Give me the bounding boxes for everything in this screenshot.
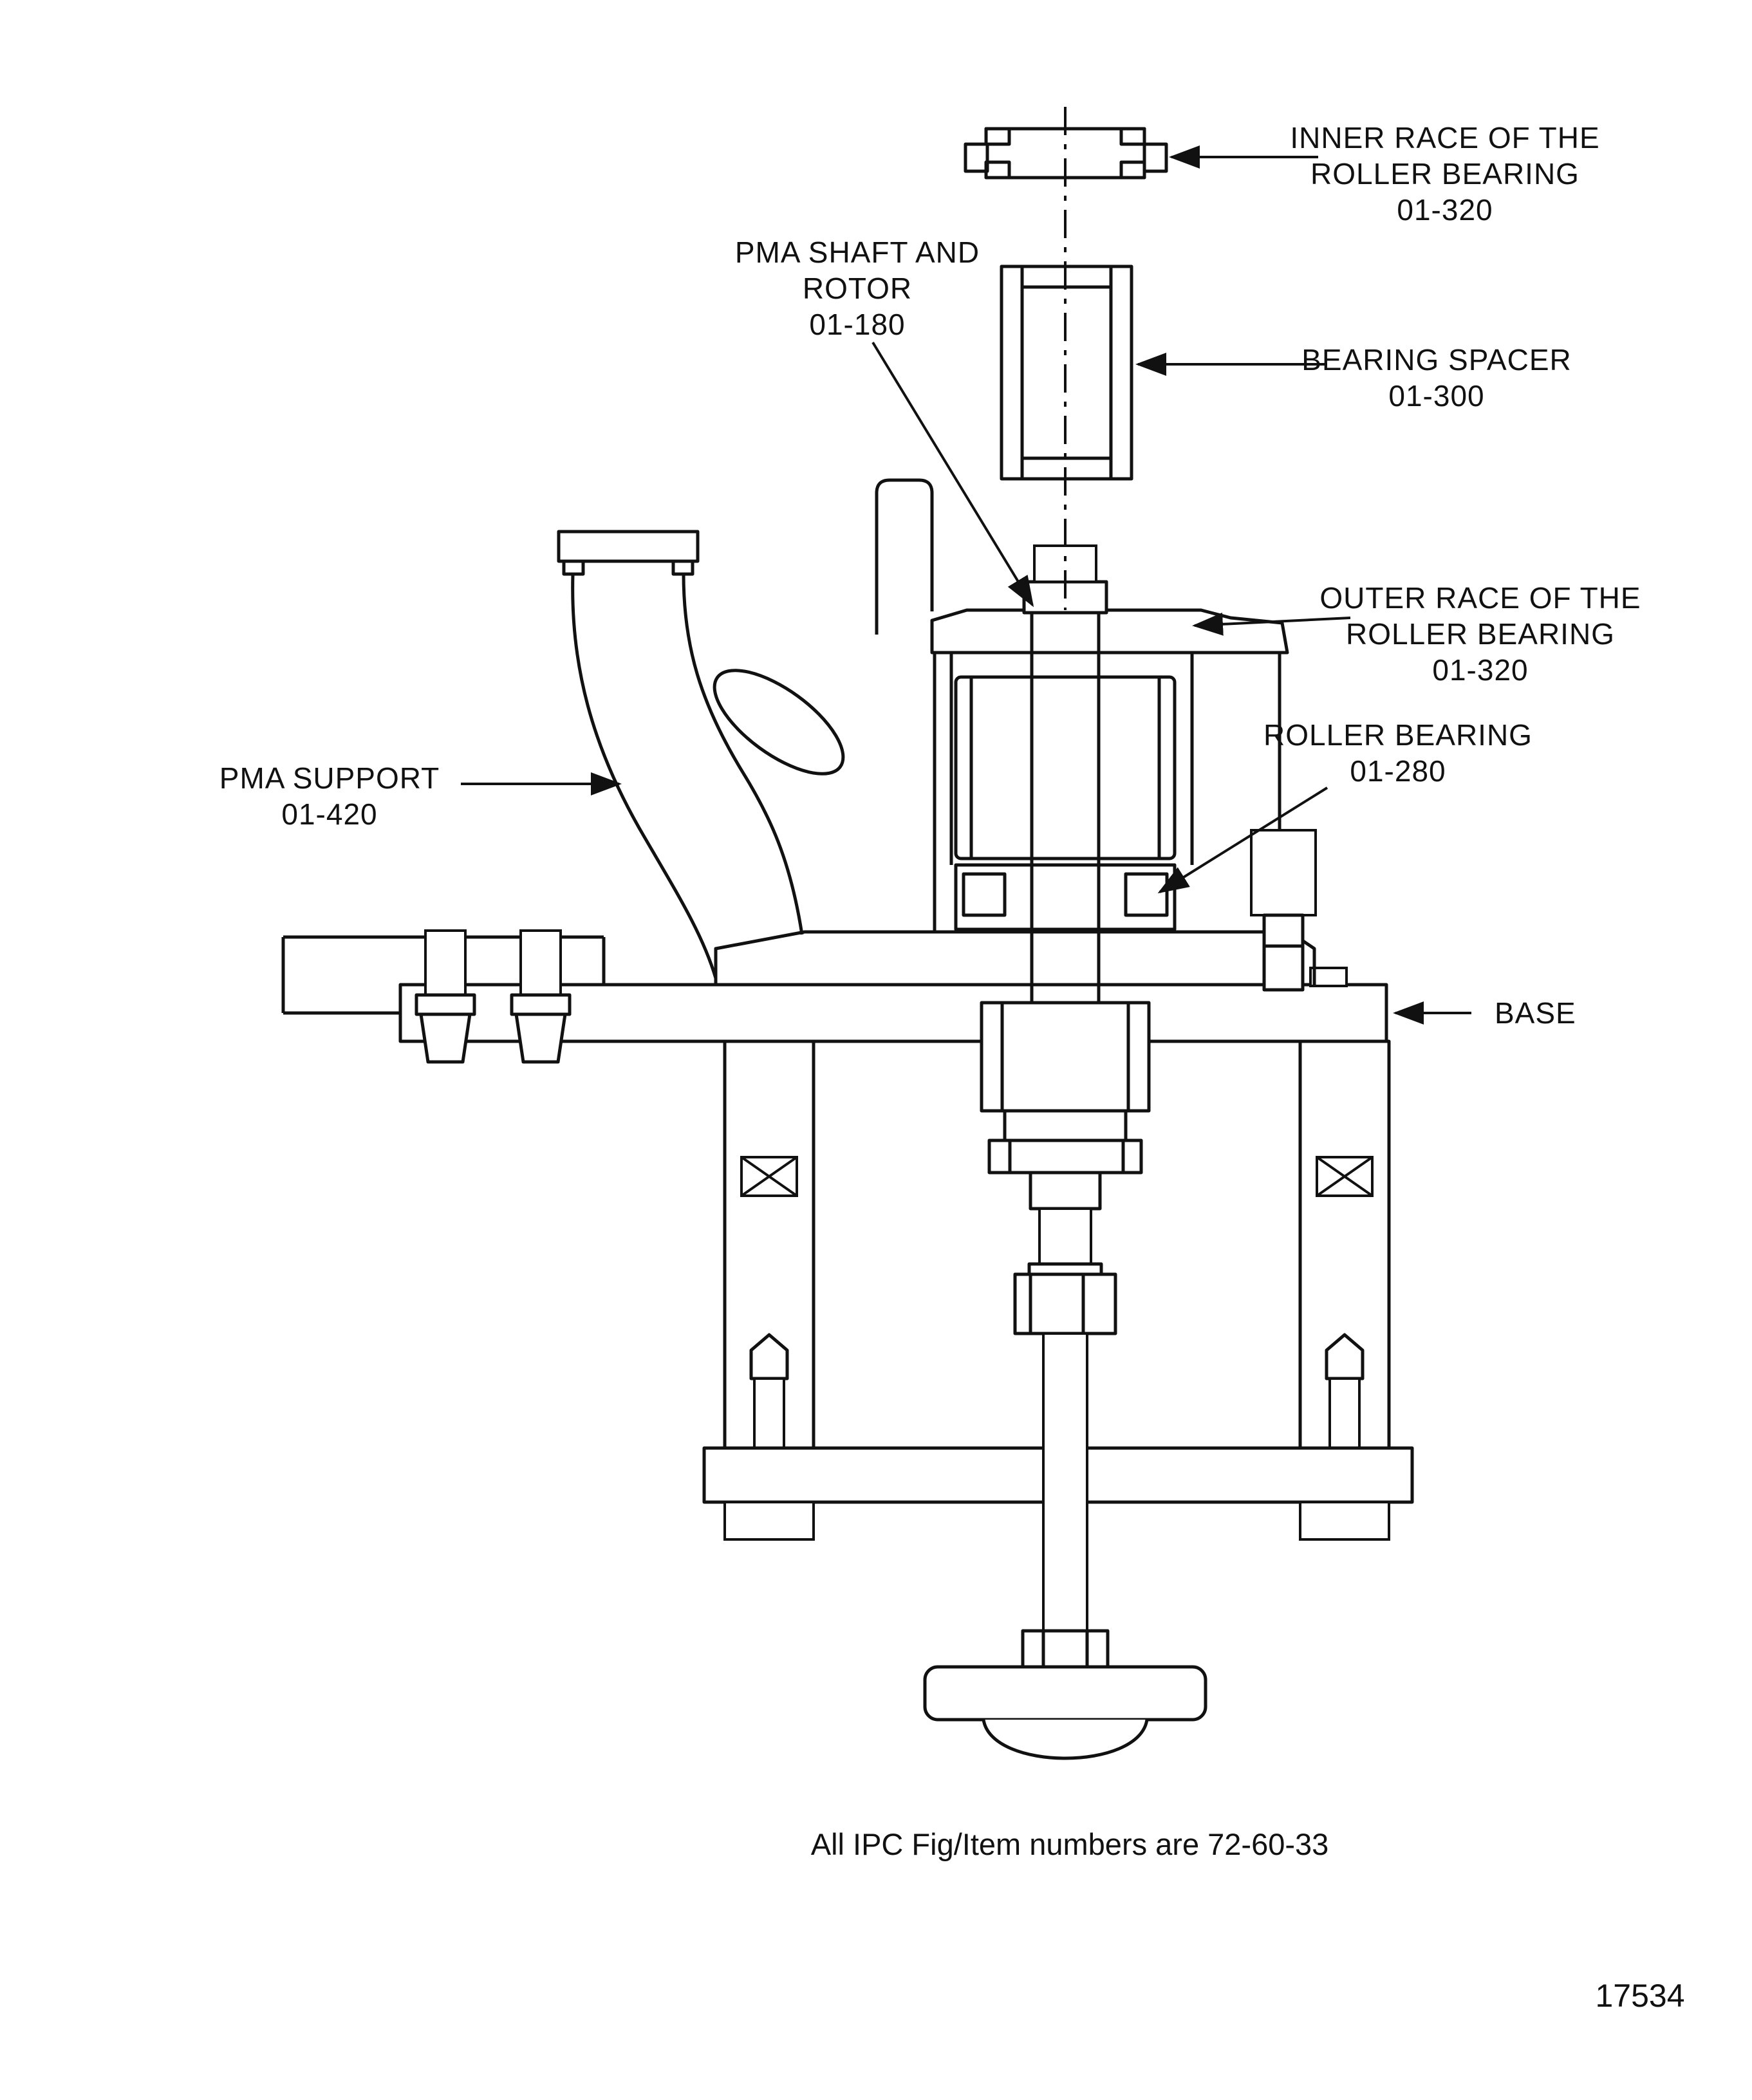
bearing-roller bbox=[962, 872, 1007, 917]
base-clamp-bolts bbox=[415, 929, 572, 1064]
label-bearing-spacer: 01-300 bbox=[1388, 379, 1484, 413]
knurled-nut bbox=[1299, 1501, 1390, 1541]
housing-bottom-flange bbox=[714, 930, 1316, 985]
hex-nut bbox=[1021, 1629, 1110, 1670]
label-roller-bearing: 01-280 bbox=[1350, 754, 1446, 788]
label-pma-support: 01-420 bbox=[281, 797, 377, 831]
bearing-roller bbox=[1124, 872, 1169, 917]
knurled-nut bbox=[723, 1501, 815, 1541]
label-pma-shaft-rotor: 01-180 bbox=[809, 308, 905, 341]
arrow-roller-bearing bbox=[1157, 786, 1328, 894]
label-outer-race: 01-320 bbox=[1432, 653, 1528, 687]
roller-bearing-part bbox=[954, 863, 1177, 931]
callout-labels: INNER RACE OF THE ROLLER BEARING 01-320 … bbox=[219, 121, 1641, 1030]
label-roller-bearing: ROLLER BEARING bbox=[1263, 718, 1533, 752]
label-pma-shaft-rotor: PMA SHAFT AND bbox=[735, 236, 980, 269]
puller-screw-assembly bbox=[923, 1001, 1207, 1760]
label-inner-race: INNER RACE OF THE bbox=[1290, 121, 1599, 154]
pma-support-part bbox=[557, 478, 1316, 985]
housing-clamp-bolt bbox=[1250, 829, 1317, 992]
support-lightening-hole bbox=[713, 669, 845, 776]
label-pma-shaft-rotor: ROTOR bbox=[803, 272, 912, 305]
leader-arrows bbox=[461, 145, 1471, 1025]
puller-leg-left bbox=[723, 1039, 815, 1450]
label-bearing-spacer: BEARING SPACER bbox=[1301, 343, 1572, 376]
label-base: BASE bbox=[1495, 996, 1576, 1030]
support-arm-inner-edge bbox=[682, 573, 804, 935]
arrow-outer-race bbox=[1192, 612, 1351, 636]
label-outer-race: OUTER RACE OF THE bbox=[1319, 581, 1641, 615]
label-pma-support: PMA SUPPORT bbox=[219, 761, 440, 795]
support-flange bbox=[557, 530, 700, 563]
label-inner-race: ROLLER BEARING bbox=[1310, 157, 1580, 190]
arrow-pma-shaft bbox=[871, 341, 1034, 608]
support-arm-outer-edge bbox=[571, 573, 718, 979]
rotor-part bbox=[954, 675, 1177, 860]
label-outer-race: ROLLER BEARING bbox=[1346, 617, 1615, 651]
puller-leg-right bbox=[1298, 1039, 1391, 1450]
figure-number: 17534 bbox=[1595, 1978, 1684, 2014]
figure-caption: All IPC Fig/Item numbers are 72-60-33 bbox=[811, 1827, 1329, 1861]
label-inner-race: 01-320 bbox=[1397, 193, 1493, 227]
support-fin bbox=[875, 478, 934, 635]
handle-bar bbox=[923, 1665, 1207, 1722]
housing-top-flange bbox=[930, 608, 1289, 655]
handle-knob bbox=[982, 1719, 1149, 1760]
